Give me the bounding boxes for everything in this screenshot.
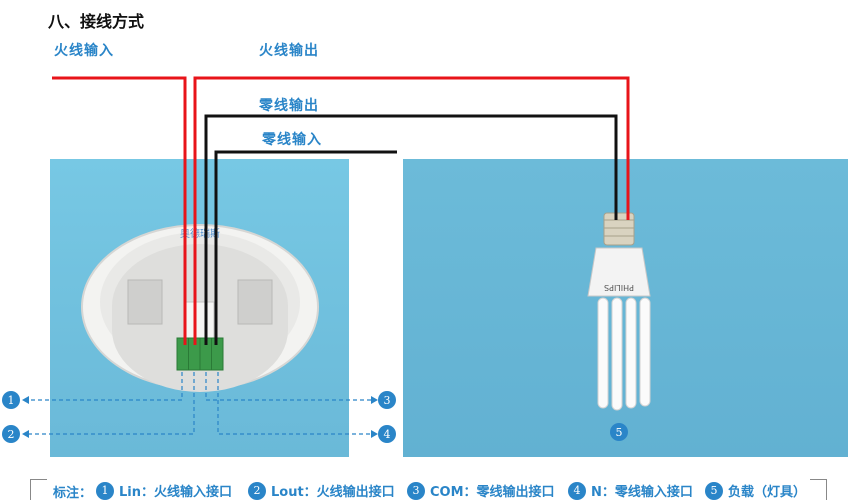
callout-2: 2 xyxy=(2,425,20,443)
lamp-brand: PHILIPS xyxy=(604,283,634,292)
svg-text:5: 5 xyxy=(616,426,623,439)
sensor-device: 奥德瑞斯 xyxy=(81,224,319,392)
callout-arrowheads xyxy=(22,396,378,438)
legend-heading: 标注： xyxy=(53,486,93,501)
svg-text:2: 2 xyxy=(8,428,15,441)
neutral-out-label: 零线输出 xyxy=(259,98,319,114)
callout-1: 1 xyxy=(2,391,20,409)
live-in-label: 火线输入 xyxy=(54,43,114,59)
live-out-label: 火线输出 xyxy=(259,43,319,59)
callout-5: 5 xyxy=(610,423,628,441)
live-out-wire xyxy=(193,76,630,345)
cfl-lamp: PHILIPS xyxy=(587,212,651,411)
neutral-out-wire xyxy=(204,114,618,345)
page-title: 八、接线方式 xyxy=(48,12,145,31)
legend-bracket-left xyxy=(30,479,47,500)
legend-bracket-right xyxy=(810,479,827,500)
live-in-wire xyxy=(52,76,187,345)
neutral-in-wire xyxy=(214,150,397,345)
svg-text:3: 3 xyxy=(384,394,391,407)
svg-text:1: 1 xyxy=(8,394,15,407)
neutral-in-label: 零线输入 xyxy=(262,132,322,148)
device-logo: 奥德瑞斯 xyxy=(180,227,220,240)
callout-3: 3 xyxy=(378,391,396,409)
svg-text:4: 4 xyxy=(384,428,391,441)
callout-lines xyxy=(24,372,376,435)
callout-4: 4 xyxy=(378,425,396,443)
